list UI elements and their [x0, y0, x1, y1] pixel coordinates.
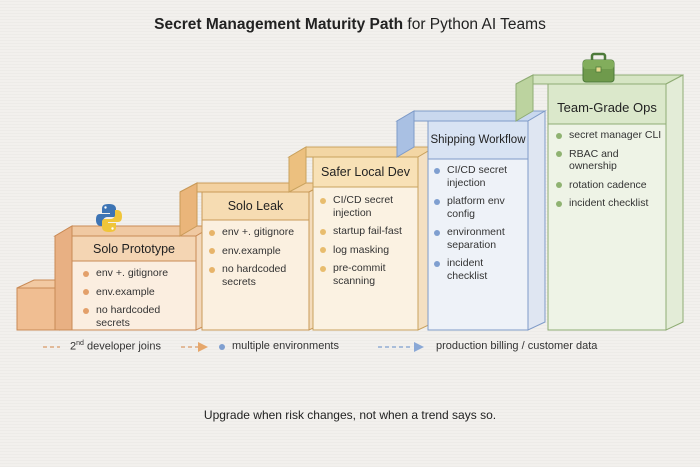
legend-dot [219, 344, 225, 350]
stage-name-safer-local-dev: Safer Local Dev [321, 165, 410, 179]
list-item: CI/CD secret injection [319, 194, 417, 219]
list-item: platform env config [433, 195, 525, 220]
legend-trigger-3: production billing / customer data [436, 340, 598, 352]
stage-name-solo-leak: Solo Leak [227, 199, 284, 213]
diagram-title: Secret Management Maturity Path for Pyth… [0, 16, 700, 34]
list-item: rotation cadence [555, 179, 665, 192]
legend-arrow-3 [378, 342, 424, 352]
list-item: env +. gitignore [208, 226, 306, 239]
list-item: pre-commit scanning [319, 262, 393, 287]
legend-trigger-2: multiple environments [232, 340, 339, 352]
stage-items-shipping-workflow: CI/CD secret injection platform env conf… [433, 164, 525, 288]
list-item: incident checklist [555, 197, 665, 210]
stage-items-safer-local-dev: CI/CD secret injection startup fail-fast… [319, 194, 415, 293]
title-bold: Secret Management Maturity Path [154, 16, 404, 33]
step-shipping-workflow [395, 110, 547, 331]
list-item: RBAC and ownership [555, 148, 665, 173]
stage-items-solo-leak: env +. gitignore env.example no hardcode… [208, 226, 306, 294]
list-item: secret manager CLI [555, 129, 665, 142]
list-item: env.example [208, 245, 306, 258]
stage-items-team-grade-ops: secret manager CLI RBAC and ownership ro… [555, 129, 665, 216]
python-logo-icon [96, 204, 122, 232]
list-item: incident checklist [433, 257, 525, 282]
step-safer-local-dev [287, 146, 437, 331]
list-item: env +. gitignore [82, 267, 192, 280]
list-item: env.example [82, 286, 192, 299]
list-item: environment separation [433, 226, 531, 251]
stage-name-team-grade-ops: Team-Grade Ops [557, 100, 657, 115]
step-team-grade-ops [515, 74, 684, 331]
stage-name-shipping-workflow: Shipping Workflow [430, 134, 526, 146]
list-item: CI/CD secret injection [433, 164, 529, 189]
list-item: startup fail-fast [319, 225, 415, 238]
list-item: no hardcoded secrets [82, 304, 171, 329]
briefcase-icon [582, 52, 615, 83]
title-rest: for Python AI Teams [407, 16, 546, 33]
legend-arrow-1 [43, 342, 208, 352]
list-item: no hardcoded secrets [208, 263, 302, 288]
stage-items-solo-prototype: env +. gitignore env.example no hardcode… [82, 267, 192, 335]
footer-note: Upgrade when risk changes, not when a tr… [203, 408, 497, 422]
stage-name-solo-prototype: Solo Prototype [93, 242, 175, 256]
legend-trigger-1: 2nd developer joins [70, 340, 161, 353]
list-item: log masking [319, 244, 415, 257]
